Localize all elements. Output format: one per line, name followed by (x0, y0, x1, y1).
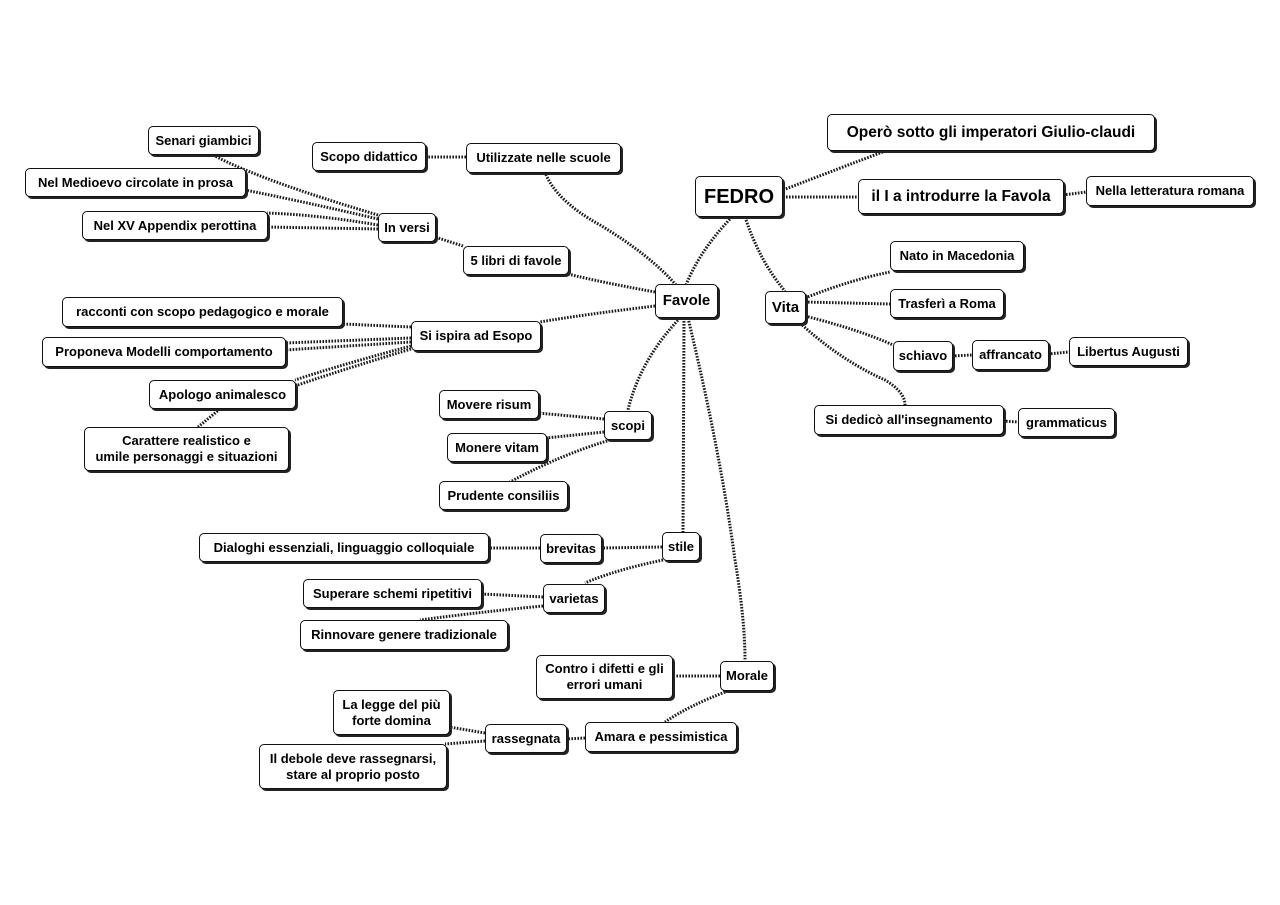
node-carattere[interactable]: Carattere realistico e umile personaggi … (84, 427, 289, 471)
node-roma[interactable]: Trasferì a Roma (890, 289, 1004, 318)
node-affrancato[interactable]: affrancato (972, 340, 1049, 370)
link-libri-versi (434, 235, 464, 248)
link-favole-stile (681, 317, 686, 534)
node-difetti[interactable]: Contro i difetti e gli errori umani (536, 655, 673, 699)
node-didattico[interactable]: Scopo didattico (312, 142, 426, 171)
link-versi-appendix-2 (266, 225, 379, 231)
link-scopi-risum (537, 411, 605, 421)
link-esopo-apologo-2 (294, 347, 412, 388)
node-stile[interactable]: stile (662, 532, 700, 561)
node-esopo[interactable]: Si ispira ad Esopo (411, 321, 541, 351)
node-libertus[interactable]: Libertus Augusti (1069, 337, 1188, 366)
node-rassegnata[interactable]: rassegnata (485, 724, 567, 753)
node-amara[interactable]: Amara e pessimistica (585, 722, 737, 752)
link-esopo-racconti (342, 322, 412, 329)
node-apologo[interactable]: Apologo animalesco (149, 380, 296, 409)
node-appendix[interactable]: Nel XV Appendix perottina (82, 211, 268, 240)
node-risum[interactable]: Movere risum (439, 390, 539, 419)
node-superare[interactable]: Superare schemi ripetitivi (303, 579, 482, 608)
link-varietas-superare (481, 592, 544, 599)
link-insegnamento-grammaticus (1002, 419, 1019, 424)
node-racconti[interactable]: racconti con scopo pedagogico e morale (62, 297, 343, 327)
node-dialoghi[interactable]: Dialoghi essenziali, linguaggio colloqui… (199, 533, 489, 562)
link-fedro-favole (684, 215, 734, 286)
node-scuole[interactable]: Utilizzate nelle scuole (466, 143, 621, 173)
node-morale[interactable]: Morale (720, 661, 774, 691)
node-versi[interactable]: In versi (378, 213, 436, 242)
link-versi-senari (212, 153, 379, 217)
node-libri[interactable]: 5 libri di favole (463, 246, 569, 275)
link-rassegnata-legge (448, 725, 486, 735)
link-versi-appendix (266, 211, 379, 227)
node-vita[interactable]: Vita (765, 291, 806, 324)
node-macedonia[interactable]: Nato in Macedonia (890, 241, 1024, 271)
node-senari[interactable]: Senari giambici (148, 126, 259, 155)
link-rassegnata-debole (444, 739, 486, 746)
node-grammaticus[interactable]: grammaticus (1018, 408, 1115, 437)
node-varietas[interactable]: varietas (543, 584, 605, 613)
link-favole-morale (686, 317, 747, 661)
link-scopi-vitam (545, 430, 605, 440)
link-vita-macedonia (804, 270, 891, 300)
node-vitam[interactable]: Monere vitam (447, 433, 547, 462)
node-primo[interactable]: il I a introdurre la Favola (858, 179, 1064, 214)
node-rinnovare[interactable]: Rinnovare genere tradizionale (300, 620, 508, 650)
link-stile-varietas (584, 558, 664, 585)
link-versi-medioevo (244, 188, 379, 221)
link-esopo-apologo (294, 344, 412, 382)
link-affrancato-libertus (1047, 350, 1070, 356)
link-favole-scopi (626, 316, 682, 411)
link-fedro-opero (782, 148, 889, 192)
link-varietas-rinnovare (419, 604, 544, 622)
node-schiavo[interactable]: schiavo (893, 341, 953, 371)
link-esopo-modelli-2 (284, 340, 412, 352)
node-opero[interactable]: Operò sotto gli imperatori Giulio-claudi (827, 114, 1155, 151)
link-vita-roma (804, 300, 891, 306)
link-scopi-consiliis (509, 438, 611, 484)
node-debole[interactable]: Il debole deve rassegnarsi, stare al pro… (259, 744, 447, 789)
node-consiliis[interactable]: Prudente consiliis (439, 481, 568, 510)
node-scopi[interactable]: scopi (604, 411, 652, 440)
link-favole-scuole (543, 171, 678, 286)
link-vita-schiavo (804, 314, 894, 347)
link-amara-rassegnata (565, 736, 586, 741)
link-favole-libri (567, 272, 656, 294)
node-medioevo[interactable]: Nel Medioevo circolate in prosa (25, 168, 246, 197)
node-brevitas[interactable]: brevitas (540, 534, 602, 563)
link-schiavo-affrancato (951, 353, 973, 358)
link-apologo-carattere (197, 407, 221, 429)
link-esopo-modelli (284, 336, 412, 345)
node-legge[interactable]: La legge del più forte domina (333, 690, 450, 735)
link-primo-letteratura (1062, 190, 1087, 197)
node-letteratura[interactable]: Nella letteratura romana (1086, 176, 1254, 206)
link-vita-insegnamento (798, 321, 907, 406)
node-modelli[interactable]: Proponeva Modelli comportamento (42, 337, 286, 367)
node-insegnamento[interactable]: Si dedicò all'insegnamento (814, 405, 1004, 435)
node-favole[interactable]: Favole (655, 284, 718, 318)
link-morale-amara (664, 689, 729, 724)
link-stile-brevitas (600, 545, 663, 550)
node-fedro[interactable]: FEDRO (695, 176, 783, 217)
link-fedro-vita (743, 216, 787, 292)
link-favole-esopo (539, 304, 656, 324)
